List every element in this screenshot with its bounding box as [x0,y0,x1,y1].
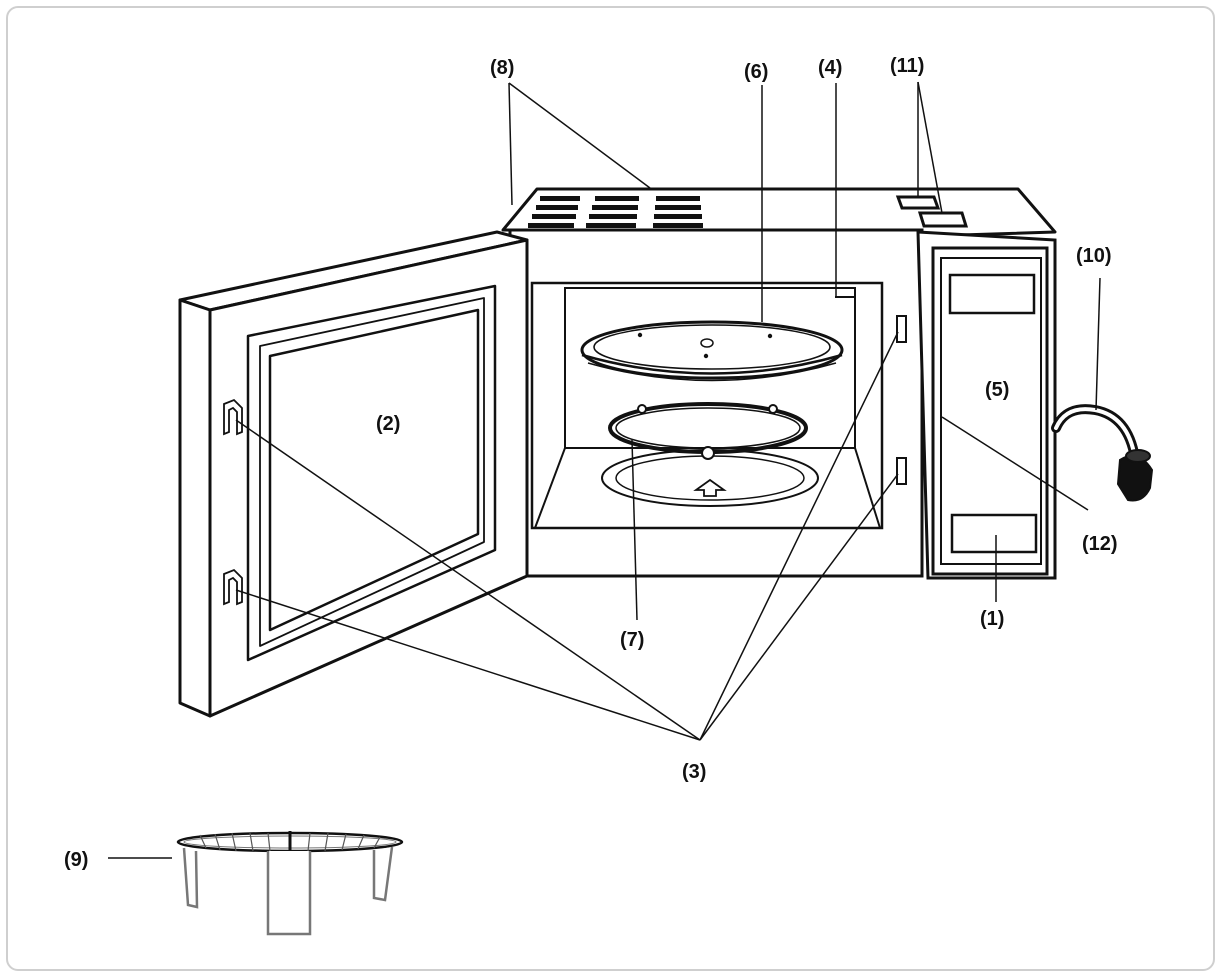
power-cord [1051,404,1154,502]
callout-10: (10) [1076,245,1112,267]
oven-door [178,230,529,718]
callout-9: (9) [64,849,88,871]
grill-rack [176,831,404,936]
callout-4: (4) [818,57,842,79]
callout-7: (7) [620,629,644,651]
callout-8: (8) [490,57,514,79]
vent-grille [528,196,703,228]
callout-6: (6) [744,61,768,83]
callout-2: (2) [376,413,400,435]
top-panel-inserts [895,195,969,228]
callout-12: (12) [1082,533,1118,555]
callout-5: (5) [985,379,1009,401]
callout-1: (1) [980,608,1004,630]
leader-lines [108,81,1101,859]
callout-3: (3) [682,761,706,783]
roller-ring [608,402,808,460]
callout-11: (11) [890,55,924,77]
glass-turntable [580,320,844,382]
callout-labels: (8) (6) (4) (11) (10) (5) (2) (12) (1) (… [64,55,1118,871]
control-panel [931,246,1049,576]
